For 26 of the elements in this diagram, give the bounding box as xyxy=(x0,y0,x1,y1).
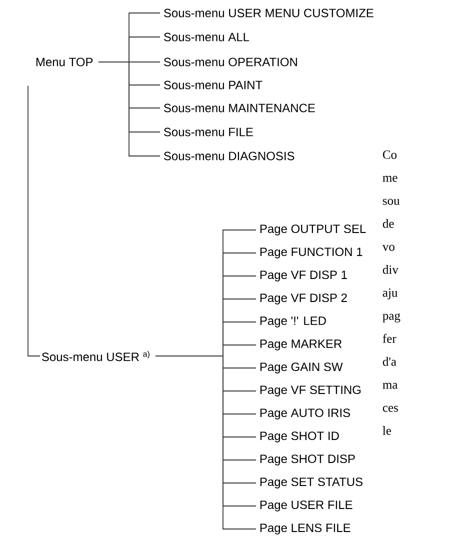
submenu-label: Sous-menu FILE xyxy=(164,128,253,136)
page-label: Page SHOT DISP xyxy=(260,454,355,466)
submenu-label: Sous-menu PAINT xyxy=(164,80,262,90)
page-label: Page VF SETTING xyxy=(260,386,361,396)
page-label: Page AUTO IRIS xyxy=(260,408,350,420)
page-label: Page LENS FILE xyxy=(260,524,350,534)
page-label: Page VF DISP 1 xyxy=(260,270,347,282)
page-label: Page SET STATUS xyxy=(260,478,362,488)
menu-label: Menu TOP xyxy=(36,58,93,66)
page-label: Page VF DISP 2 xyxy=(260,294,347,304)
page-label: Page USER FILE xyxy=(260,500,352,512)
page-label: Page MARKER xyxy=(260,340,342,350)
paragraph-text: Co me sou de vo div aju pag fer d'a ma ces le xyxy=(382,150,400,435)
page-label: Page GAIN SW xyxy=(260,362,343,374)
page-label: Page '!' LED xyxy=(260,316,326,328)
page-label: Page SHOT ID xyxy=(260,432,339,442)
connector-line xyxy=(98,62,160,156)
submenu-label: Sous-menu ALL xyxy=(164,32,250,42)
submenu-label: Sous-menu USER MENU CUSTOMIZE xyxy=(164,8,374,18)
submenu-label: Sous-menu MAINTENANCE xyxy=(164,104,315,112)
page-label: Page FUNCTION 1 xyxy=(260,248,362,258)
submenu-label: Sous-menu USER $^{a)}$ xyxy=(42,350,150,362)
page-label: Page OUTPUT SEL xyxy=(260,224,366,236)
submenu-label: Sous-menu OPERATION xyxy=(164,58,297,66)
submenu-label: Sous-menu DIAGNOSIS xyxy=(164,152,294,160)
connector-line xyxy=(28,85,40,356)
